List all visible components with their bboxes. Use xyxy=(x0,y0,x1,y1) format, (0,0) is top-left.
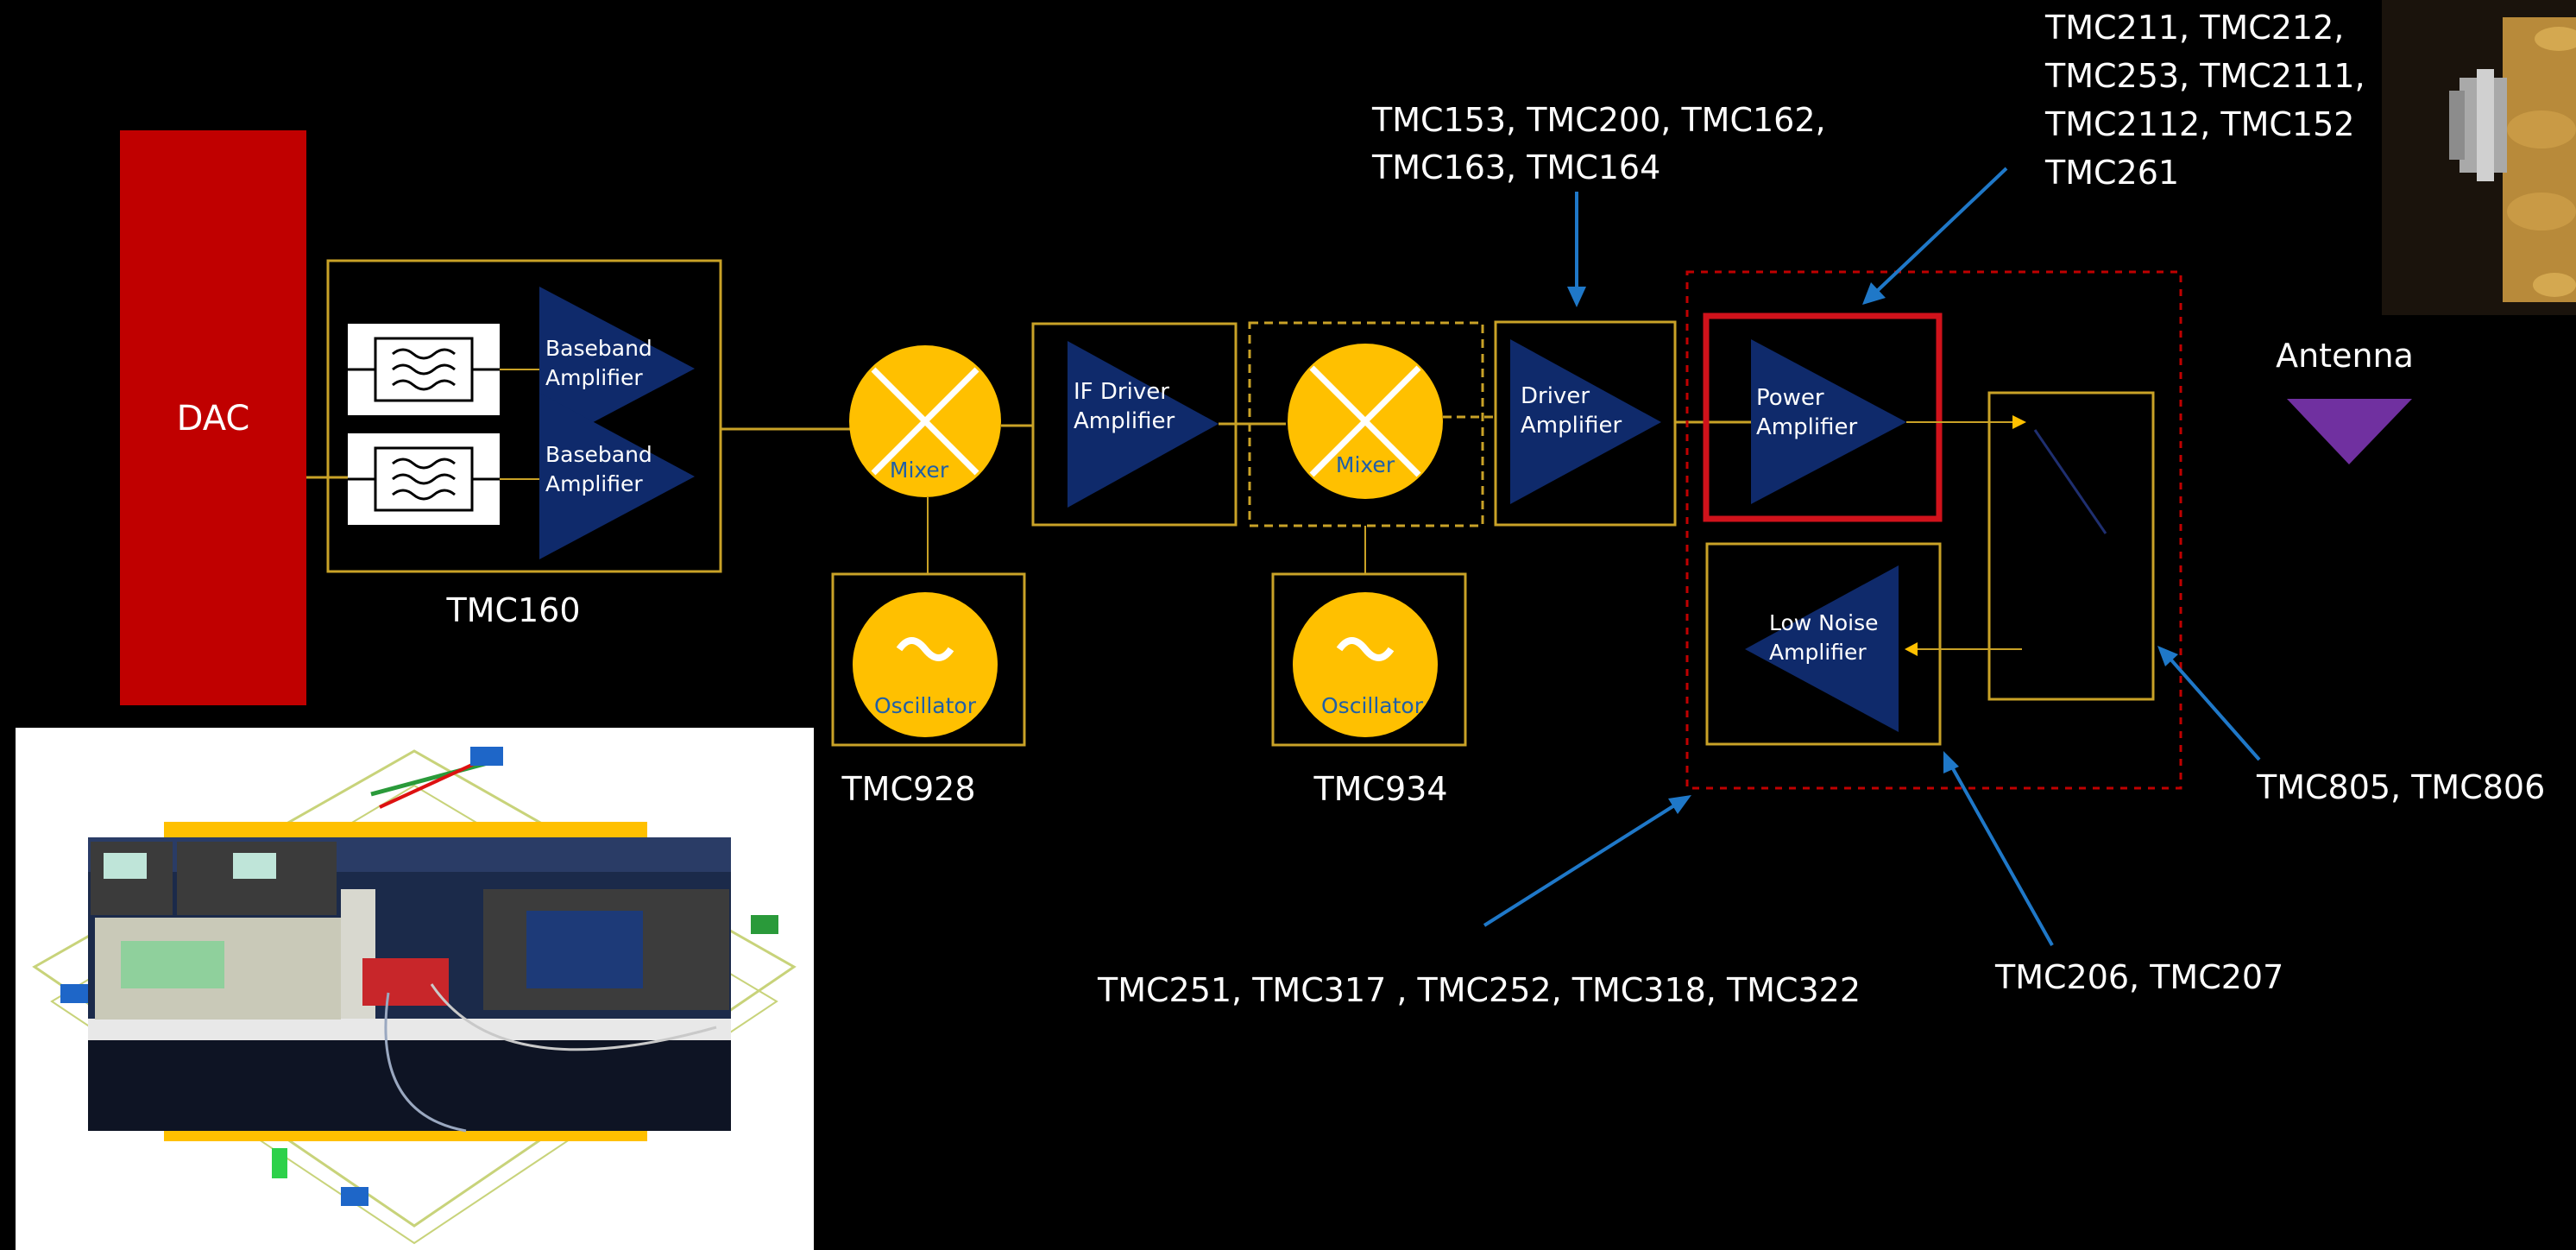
if-driver-amplifier xyxy=(1068,341,1219,508)
sine-wave-icon xyxy=(896,637,954,661)
baseband-amplifier-bottom xyxy=(539,393,695,559)
oscillator-1 xyxy=(853,592,998,737)
driver-parts-label: TMC153, TMC200, TMC162, TMC163, TMC164 xyxy=(1371,101,1836,186)
dac-label: DAC xyxy=(177,399,250,439)
tmc928-label: TMC928 xyxy=(841,770,975,808)
power-amplifier xyxy=(1751,339,1906,504)
arrow-lna xyxy=(1949,763,2054,946)
connector-photo xyxy=(2382,0,2576,315)
mixer2-label: Mixer xyxy=(1336,452,1395,477)
power-amplifier-box xyxy=(1703,312,1943,522)
arrow-switch xyxy=(2166,654,2261,761)
arrow-pa-head xyxy=(1862,282,1886,305)
oscillator1-label: Oscillator xyxy=(874,693,977,718)
oscillator1-box xyxy=(831,572,1026,747)
switch-parts-label: TMC805, TMC806 xyxy=(2256,768,2545,806)
lna-label: Low Noise Amplifier xyxy=(1769,610,1885,665)
low-noise-amplifier xyxy=(1745,565,1899,732)
frontend-region xyxy=(1685,270,2182,790)
mixer2-box xyxy=(1248,321,1484,527)
oscillator-2 xyxy=(1293,592,1438,737)
tmc934-label: TMC934 xyxy=(1313,770,1447,808)
tr-switch-blade xyxy=(2033,429,2107,534)
power-label: Power Amplifier xyxy=(1756,385,1857,440)
pa-arrow-head xyxy=(2012,415,2026,429)
sine-wave-icon xyxy=(1336,637,1395,661)
lna-arrow-head xyxy=(1905,642,1918,656)
baseband-top-label: Baseband Amplifier xyxy=(545,336,659,390)
arrow-pa xyxy=(1873,167,2008,295)
arrow-frontend-head xyxy=(1668,795,1691,814)
tr-switch-box xyxy=(1987,391,2155,701)
lowpass-filter-icon xyxy=(348,433,500,525)
oscillator2-box xyxy=(1271,572,1467,747)
mixer1-label: Mixer xyxy=(890,458,949,483)
frontend-parts-label: TMC251, TMC317 , TMC252, TMC318, TMC322 xyxy=(1097,971,1861,1009)
arrow-frontend xyxy=(1483,801,1680,927)
if-driver-label: IF Driver Amplifier xyxy=(1074,379,1176,434)
test-setup-photo xyxy=(16,728,814,1250)
antenna-label: Antenna xyxy=(2276,337,2414,375)
driver-amplifier xyxy=(1510,339,1661,504)
arrow-lna-head xyxy=(1943,751,1959,773)
lowpass-filter-icon xyxy=(348,324,500,415)
mixer-2 xyxy=(1288,344,1443,499)
antenna-triangle-icon xyxy=(2287,399,2412,464)
tmc160-label: TMC160 xyxy=(445,591,580,629)
baseband-amplifier-top xyxy=(539,287,695,451)
pa-parts-label: TMC211, TMC212, TMC253, TMC2111, TMC2112… xyxy=(2044,9,2376,192)
baseband-box xyxy=(326,259,722,573)
driver-label: Driver Amplifier xyxy=(1521,383,1622,439)
arrow-switch-head xyxy=(2157,646,2178,666)
mixer-1 xyxy=(849,345,1001,497)
lna-parts-label: TMC206, TMC207 xyxy=(1994,958,2283,996)
arrow-driver-head xyxy=(1567,287,1586,307)
lna-box xyxy=(1705,542,1942,746)
baseband-bottom-label: Baseband Amplifier xyxy=(545,442,659,496)
oscillator2-label: Oscillator xyxy=(1321,693,1424,718)
dac-block xyxy=(120,130,306,705)
